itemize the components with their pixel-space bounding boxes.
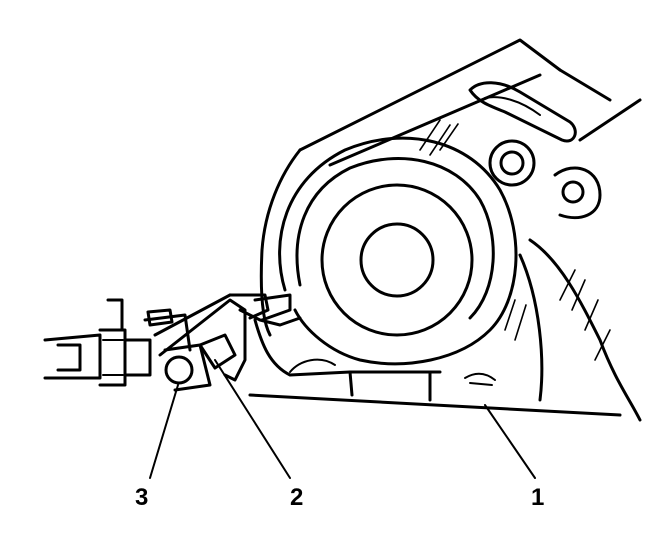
callout-label-2: 2 <box>290 484 304 511</box>
boss-with-bolt-hole <box>488 139 536 187</box>
leader-line-3 <box>149 384 179 479</box>
sensor-assembly <box>143 308 212 392</box>
leader-line-2 <box>214 359 291 479</box>
callout-label-3: 3 <box>135 484 149 511</box>
leader-line-1 <box>484 404 536 479</box>
electrical-connector <box>43 298 152 387</box>
engine-block-housing <box>248 38 642 422</box>
leader-lines <box>149 359 536 479</box>
callout-label-1: 1 <box>531 484 545 511</box>
circular-cover <box>278 136 518 366</box>
sensor-bracket <box>153 293 302 382</box>
